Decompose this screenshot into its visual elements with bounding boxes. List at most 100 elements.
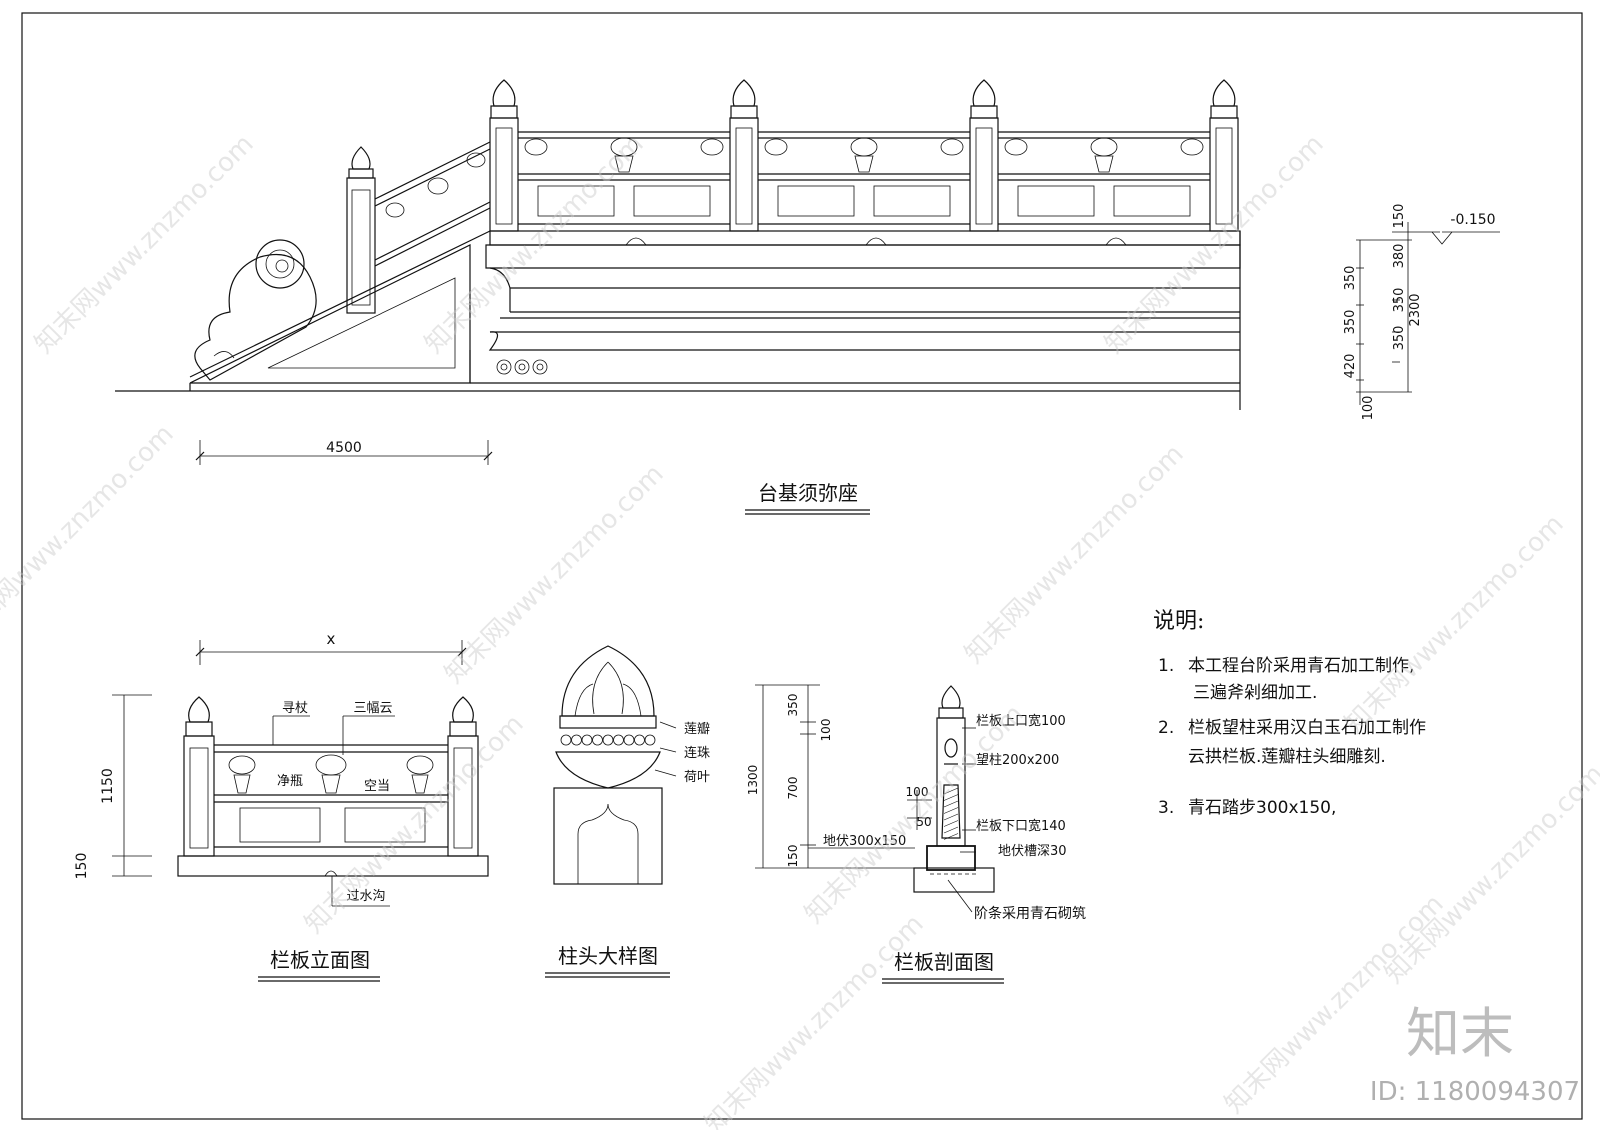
note-3-line1: 青石踏步300x150,	[1188, 798, 1336, 818]
hatch-line	[943, 813, 959, 821]
label-lianzhu: 连珠	[684, 745, 710, 761]
slope-post	[346, 146, 376, 314]
label-lianban: 莲瓣	[684, 722, 710, 737]
top-post	[489, 79, 519, 232]
bead-row	[560, 734, 656, 746]
top-panel	[518, 131, 730, 225]
sec-dim-350: 350	[786, 694, 800, 717]
dim-350-a: 350	[1392, 288, 1407, 313]
note-3-num: 3.	[1158, 798, 1174, 818]
post-head-title: 柱头大样图	[558, 944, 658, 968]
dim-100: 100	[1361, 396, 1376, 421]
notes-heading: 说明:	[1153, 609, 1204, 634]
elev-panel	[214, 744, 448, 848]
dim-1150: 1150	[100, 768, 116, 804]
watermark-tile: 知末网www.znzmo.com	[299, 709, 530, 940]
dim-350-b: 350	[1392, 326, 1407, 351]
note-1-line2: 三遍斧剁细加工.	[1193, 683, 1317, 703]
label-groove: 地伏槽深30	[998, 844, 1067, 859]
label-jingping: 净瓶	[277, 774, 303, 789]
dim-4500: 4500	[326, 440, 362, 456]
hatch-line	[943, 826, 959, 834]
lotus-bead	[592, 734, 603, 746]
dim-left-420: 420	[1343, 354, 1358, 379]
sloped-balustrade	[374, 141, 491, 267]
sumeru-base	[469, 230, 1241, 410]
lotus-bead	[581, 734, 593, 746]
post-head-detail: 莲瓣 连珠 荷叶 柱头大样图	[545, 645, 710, 978]
sheet-border	[21, 12, 1583, 1120]
hatch-line	[943, 800, 959, 808]
dim-380: 380	[1392, 244, 1407, 269]
sec-dim-700: 700	[786, 777, 800, 800]
top-panels	[518, 131, 1210, 225]
watermark-tile: 知末网www.znzmo.com	[419, 129, 650, 360]
lotus-bead	[634, 734, 645, 746]
label-kongdang: 空当	[364, 779, 390, 794]
hatch-line	[943, 820, 959, 827]
lotus-bead	[602, 734, 614, 746]
hatch-line	[943, 833, 959, 840]
width-dimension: 4500	[195, 440, 493, 465]
lotus-bead	[644, 734, 656, 746]
watermark-tile: 知末网www.znzmo.com	[0, 419, 180, 650]
watermark-logo: 知末	[1406, 1002, 1514, 1065]
sec-dim-50: 50	[916, 815, 931, 829]
dim-150: 150	[1392, 204, 1407, 229]
watermark-tile: 知末网www.znzmo.com	[29, 129, 260, 360]
sec-dim-100b: 100	[906, 785, 929, 799]
platform-elevation: 4500 台基须弥座 150 380 350 350 2300 350 35	[115, 79, 1500, 515]
railing-section: 350 100 700 1300 150 100 50 栏板上口宽100 望柱2…	[746, 684, 1086, 984]
lotus-bead	[571, 734, 582, 746]
label-xunzhang: 寻杖	[282, 701, 308, 716]
note-1-line1: 本工程台阶采用青石加工制作,	[1188, 656, 1414, 676]
height-dimensions: 150 380 350 350 2300 350 350 420 100 -0.…	[1343, 204, 1500, 421]
label-stair-stone: 阶条采用青石砌筑	[974, 905, 1086, 922]
hatch-line	[943, 794, 959, 801]
top-panel	[998, 131, 1210, 225]
sec-dim-100: 100	[819, 719, 833, 742]
railing-elevation-title: 栏板立面图	[270, 948, 370, 972]
dim-left-350-b: 350	[1343, 310, 1358, 335]
railing-elevation: x 1150 150	[74, 630, 489, 982]
label-sanfuyun: 三幅云	[353, 701, 392, 716]
label-top-width: 栏板上口宽100	[976, 713, 1066, 729]
top-panel	[758, 131, 970, 225]
watermark-tile: 知末网www.znzmo.com	[1379, 759, 1600, 990]
platform-title: 台基须弥座	[758, 481, 858, 505]
watermark-tile: 知末网www.znzmo.com	[699, 909, 930, 1130]
sec-dim-1300: 1300	[746, 765, 760, 796]
watermark-tile: 知末网www.znzmo.com	[959, 439, 1190, 670]
railing-section-title: 栏板剖面图	[894, 950, 994, 974]
watermark-tile: 知末网www.znzmo.com	[1099, 129, 1330, 360]
sec-dim-150: 150	[786, 845, 800, 868]
top-posts	[489, 79, 1239, 232]
hatch-line	[943, 807, 959, 814]
label-post-size: 望柱200x200	[976, 752, 1059, 768]
lotus-bead	[613, 734, 624, 746]
lotus-bead	[623, 734, 635, 746]
dim-150-base: 150	[74, 853, 90, 880]
top-post	[729, 79, 759, 232]
label-difu: 地伏300x150	[823, 834, 906, 849]
watermark-id: ID: 1180094307	[1370, 1077, 1580, 1107]
dim-2300: 2300	[1408, 293, 1423, 326]
top-post	[969, 79, 999, 232]
dim-left-350-a: 350	[1343, 266, 1358, 291]
notes-block: 说明: 1. 本工程台阶采用青石加工制作, 三遍斧剁细加工. 2. 栏板望柱采用…	[1153, 609, 1426, 818]
stair-side	[189, 230, 491, 391]
drum-stone	[194, 239, 317, 381]
elev-post-right	[447, 696, 479, 857]
watermark-tile: 知末网www.znzmo.com	[1339, 509, 1570, 740]
label-guoshuigou: 过水沟	[346, 889, 385, 904]
section-hatch	[943, 787, 959, 840]
label-heye: 荷叶	[684, 770, 710, 785]
scroll-ornament	[496, 359, 548, 375]
label-bottom-width: 栏板下口宽140	[976, 818, 1066, 834]
elev-post-left	[183, 696, 215, 857]
lotus-bead	[560, 734, 572, 746]
note-2-num: 2.	[1158, 718, 1174, 738]
dim-x: x	[327, 630, 336, 648]
